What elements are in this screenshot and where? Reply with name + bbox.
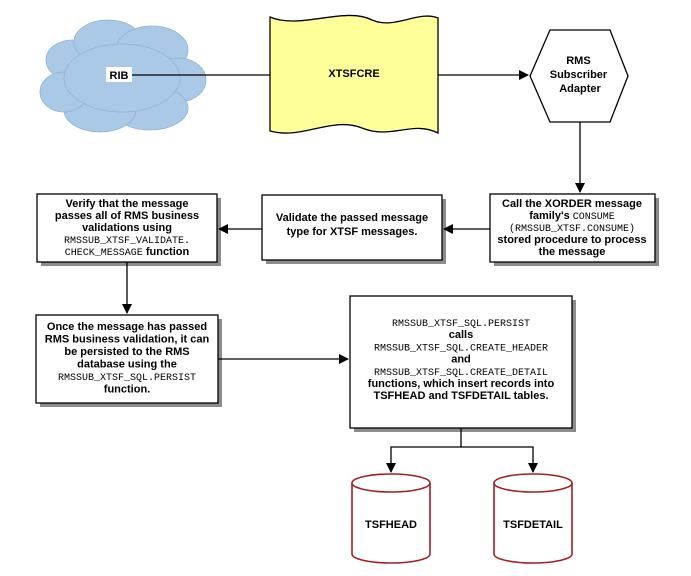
tsfdetail-database: TSFDETAIL: [493, 473, 573, 564]
tsfdetail-label: TSFDETAIL: [503, 519, 563, 531]
xtsfcre-document: XTSFCRE: [269, 14, 439, 135]
text-line: Call the XORDER message: [502, 198, 642, 210]
text-line: RMSSUB_XTSF_SQL.PERSIST: [58, 373, 196, 384]
verify-box: [36, 193, 218, 263]
text-line: family's CONSUME: [529, 210, 615, 223]
adapter-label: RMS Subscriber Adapter: [550, 55, 611, 95]
text-line: RMSSUB_XTSF_SQL.PERSIST: [392, 319, 530, 330]
text-line: functions, which insert records into: [368, 378, 555, 390]
validate-type-box: [261, 194, 443, 261]
db-body: [493, 483, 573, 564]
text-line: passes all of RMS business: [55, 210, 199, 222]
connectors: [122, 70, 585, 473]
persist-box: [35, 314, 219, 404]
text-line: Once the message has passed: [47, 321, 207, 333]
edge-calls-to-tsfdetail: [461, 446, 538, 473]
text-line: be persisted to the RMS: [64, 346, 189, 358]
db-top: [493, 473, 573, 493]
persist-calls-text: RMSSUB_XTSF_SQL.PERSISTcallsRMSSUB_XTSF_…: [368, 319, 555, 402]
text-line: RMSSUB_XTSF_SQL.CREATE_HEADER: [374, 343, 548, 354]
rms-subscriber-adapter: RMS Subscriber Adapter: [529, 29, 629, 123]
consume-box: [489, 193, 656, 263]
tsfhead-database: TSFHEAD: [351, 473, 431, 564]
text-line: database using the: [77, 359, 177, 371]
db-top: [351, 473, 431, 493]
xtsfcre-label: XTSFCRE: [328, 68, 379, 80]
text-line: (RMSSUB_XTSF.CONSUME): [509, 223, 635, 235]
text-line: calls: [449, 329, 473, 341]
text-line: RMS business validation, it can: [45, 334, 210, 346]
text-line: type for XTSF messages.: [287, 226, 418, 238]
db-body: [351, 483, 431, 564]
text-line: Verify that the message: [66, 198, 189, 210]
document-shape: [269, 14, 439, 135]
text-line: RMSSUB_XTSF_VALIDATE.: [64, 236, 190, 247]
text-line: RMSSUB_XTSF_SQL.CREATE_DETAIL: [374, 368, 548, 379]
edge-calls-to-tsfhead: [386, 428, 462, 473]
validate-type-step: Validate the passed message type for XTSF…: [261, 194, 446, 264]
adapter-shape: [529, 29, 629, 123]
text-line: stored procedure to process: [497, 234, 646, 246]
text-line: function.: [104, 384, 150, 396]
rib-label-bg: [106, 67, 132, 82]
text-line: the message: [539, 246, 606, 258]
rib-label: RIB: [110, 70, 129, 82]
text-line: validations using: [82, 222, 172, 234]
cloud-shape: [39, 19, 207, 133]
persist-calls-step: RMSSUB_XTSF_SQL.PERSISTcallsRMSSUB_XTSF_…: [349, 295, 576, 432]
text-line: TSFHEAD and TSFDETAIL tables.: [374, 390, 549, 402]
rib-cloud: RIB: [39, 19, 207, 133]
persist-calls-box: [349, 295, 573, 429]
text-line: CHECK_MESSAGE function: [65, 246, 190, 259]
validate-type-text: Validate the passed message type for XTSF…: [276, 212, 428, 238]
tsfhead-label: TSFHEAD: [365, 519, 417, 531]
text-line: Validate the passed message: [276, 212, 428, 224]
text-line: and: [451, 354, 471, 366]
